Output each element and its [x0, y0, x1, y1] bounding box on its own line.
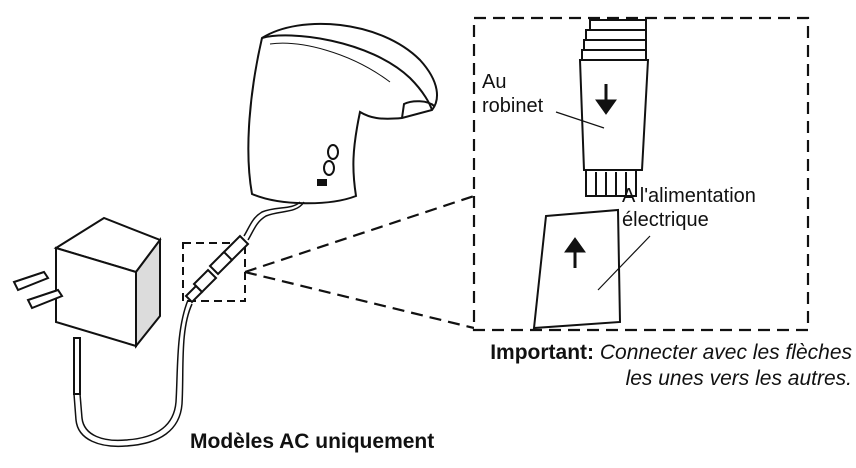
ac-adapter-illustration — [12, 216, 162, 395]
note-line2: les unes vers les autres. — [625, 367, 852, 390]
important-note: Important: Connecter avec les flèches le… — [412, 340, 852, 392]
detail-lower-connector — [532, 208, 622, 330]
power-cable — [73, 299, 193, 448]
label-to-power: A l'alimentation électrique — [622, 184, 756, 232]
label-to-power-line1: A l'alimentation — [622, 185, 756, 207]
label-to-power-line2: électrique — [622, 209, 709, 231]
label-to-faucet-line1: Au — [482, 71, 507, 93]
connector-illustration — [182, 234, 250, 304]
faucet-illustration — [243, 22, 438, 241]
label-to-faucet: Au robinet — [482, 70, 543, 118]
label-pointer-lines — [555, 111, 651, 291]
note-line1: Connecter avec les flèches — [599, 341, 852, 364]
detail-upper-connector — [578, 19, 650, 197]
figure-caption: Modèles AC uniquement — [190, 430, 435, 453]
label-to-faucet-line2: robinet — [482, 95, 544, 117]
note-heading: Important: — [490, 341, 595, 364]
down-arrow-icon — [595, 84, 617, 115]
up-arrow-icon — [564, 237, 586, 268]
zoom-leader-lines — [244, 194, 475, 330]
